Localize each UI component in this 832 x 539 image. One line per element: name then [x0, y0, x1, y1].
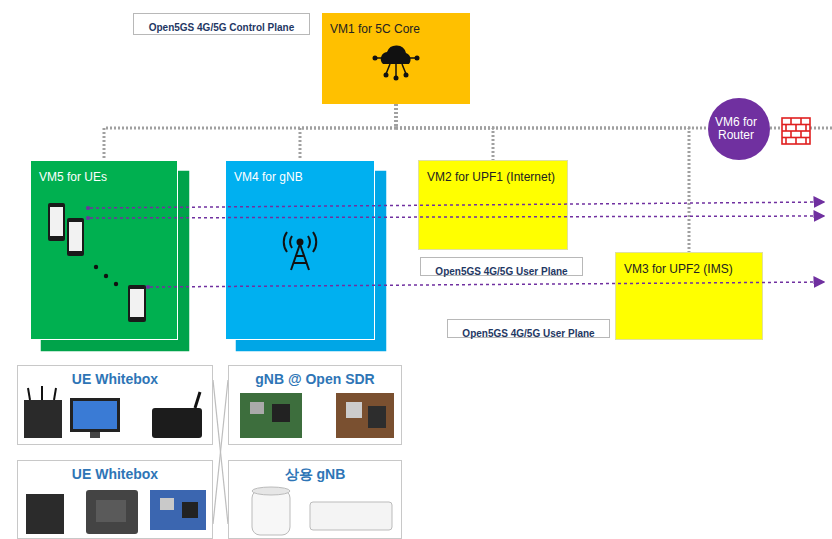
plane-label: Open5GS 4G/5G User Plane — [420, 257, 583, 276]
plane-label: Open5GS 4G/5G Control Plane — [133, 13, 310, 35]
node-label: VM4 for gNB — [234, 170, 303, 184]
bus-connector — [300, 104, 396, 160]
node-label: UE Whitebox — [72, 371, 158, 387]
node-label: UE Whitebox — [72, 466, 158, 482]
vm-box: VM5 for UEs — [30, 160, 178, 340]
bus-connector — [396, 104, 708, 128]
cross-link — [213, 380, 228, 524]
node-label: VM3 for UPF2 (IMS) — [624, 262, 733, 276]
bus-connector — [396, 104, 689, 252]
node-label: Open5GS 4G/5G User Plane — [462, 327, 594, 340]
node-label: Open5GS 4G/5G User Plane — [435, 265, 567, 278]
node-label: VM1 for 5C Core — [330, 22, 420, 36]
node-label: VM2 for UPF1 (Internet) — [427, 170, 555, 184]
vm-box: VM4 for gNB — [225, 160, 375, 340]
node-label: VM5 for UEs — [39, 170, 107, 184]
firewall-icon — [782, 118, 810, 144]
plane-label: Open5GS 4G/5G User Plane — [447, 319, 610, 338]
bus-connector — [396, 104, 493, 160]
cross-link — [213, 380, 228, 524]
router-circle: VM6 for Router — [708, 98, 770, 160]
node-label: 상용 gNB — [285, 466, 346, 482]
node-label: gNB @ Open SDR — [255, 371, 374, 387]
vm-box: VM3 for UPF2 (IMS) — [615, 252, 763, 340]
bus-connector — [104, 104, 396, 160]
node-label: VM6 for Router — [714, 116, 758, 142]
node-label: Open5GS 4G/5G Control Plane — [149, 21, 295, 34]
